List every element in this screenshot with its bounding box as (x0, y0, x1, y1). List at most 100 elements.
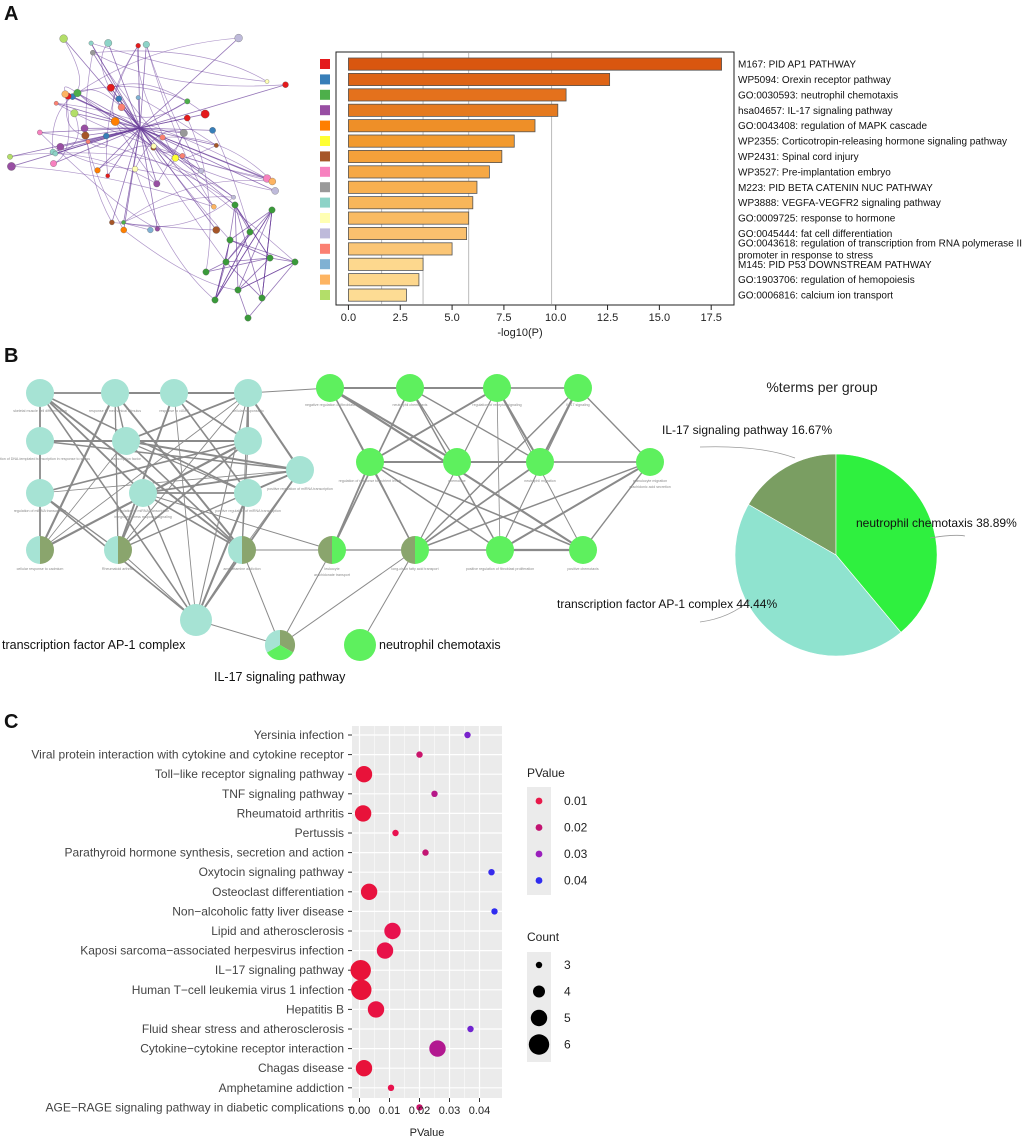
bar (348, 165, 490, 179)
network-b-node (234, 427, 262, 455)
bar (348, 288, 407, 302)
dot-x-tick-label: 0.03 (439, 1105, 460, 1117)
network-a-edge (123, 197, 234, 227)
network-a-edge (118, 98, 227, 263)
network-a-node (209, 127, 216, 134)
bar-swatch (320, 136, 330, 146)
network-a-node (258, 294, 266, 302)
dot-point (354, 805, 372, 822)
network-a-node (53, 100, 59, 106)
network-a-edge (214, 209, 273, 301)
network-a-node (115, 95, 123, 102)
bar-swatches (320, 59, 330, 300)
pie-slice (734, 504, 902, 657)
network-a-edge (55, 152, 234, 198)
bar (348, 211, 470, 225)
legend-count-swatch (535, 961, 543, 969)
network-b-node-text: cellular response to cadmium (17, 567, 64, 571)
bar-category-label: WP2431: Spinal cord injury (738, 152, 859, 163)
pie-leaders (699, 446, 966, 623)
network-b-nodes (26, 374, 664, 661)
network-a-node (246, 228, 254, 236)
bar-x-tick-label: 7.5 (496, 312, 511, 324)
network-b-node-text: transcription factor (111, 457, 141, 461)
bar-swatch (320, 274, 330, 285)
dot-point (431, 790, 438, 797)
network-a-edge (205, 257, 271, 273)
node-half-left (26, 536, 40, 564)
bar-category-label: M167: PID AP1 PATHWAY (738, 60, 856, 71)
network-b-node-text: cellular response to (232, 409, 263, 413)
bar-category-label: hsa04657: IL-17 signaling pathway (738, 106, 893, 117)
dot-y-label: Viral protein interaction with cytokine … (31, 748, 344, 762)
network-a-edge (269, 257, 296, 263)
network-b-node (286, 456, 314, 484)
network-a-edge (39, 132, 236, 206)
network-b-node (316, 374, 344, 402)
network-b-edge (195, 392, 249, 621)
network-b-edge (279, 549, 333, 646)
network-a-node (150, 143, 157, 149)
cluster-label-neutrophil: neutrophil chemotaxis (379, 638, 501, 652)
network-a-node (132, 165, 139, 173)
network-a-node (147, 226, 154, 234)
network-b-edge (142, 492, 333, 551)
network-a-edge (92, 52, 286, 87)
network-a-node (179, 153, 186, 159)
bar-category-label: WP2355: Corticotropin-releasing hormone … (738, 137, 1007, 148)
dot-y-label: Fluid shear stress and atherosclerosis (142, 1022, 344, 1036)
bar-category-label: GO:0009725: response to hormone (738, 214, 896, 225)
network-a-edge (139, 127, 234, 198)
network-a-edge (212, 130, 251, 233)
network-a-edge (77, 92, 276, 192)
network-a-node (222, 258, 230, 266)
network-b-edge (125, 392, 249, 442)
dot-x-tick-label: 0.00 (349, 1105, 370, 1117)
network-a-node (211, 296, 219, 304)
bar-x-tick-label: 0.0 (341, 312, 356, 324)
network-b-node (180, 604, 212, 636)
network-a-node (61, 90, 69, 98)
node-half-right (415, 536, 429, 564)
bar-category-label: WP3527: Pre-implantation embryo (738, 167, 891, 178)
pie-leader-line (929, 534, 966, 539)
network-b-edge (369, 461, 416, 551)
network-b-edge (39, 392, 243, 551)
bar-swatch (320, 259, 330, 270)
network-a-node (56, 143, 65, 151)
network-a-nodes (7, 33, 299, 322)
network-b-edge (117, 440, 249, 551)
network-a-node (135, 43, 141, 49)
bar-x-tick-label: 15.0 (649, 312, 670, 324)
network-a-node (85, 139, 91, 144)
legend-count-swatch (528, 1034, 550, 1055)
panel-a-letter: A (4, 3, 18, 25)
network-a-node (121, 220, 126, 225)
legend-pvalue-label: 0.03 (564, 847, 588, 861)
bar-swatch (320, 166, 330, 177)
network-a-node (234, 286, 242, 294)
network-b-edge (496, 387, 541, 463)
bar-swatch (320, 228, 330, 239)
network-a-node (184, 98, 191, 105)
network-b-edge (241, 549, 281, 646)
bar-plot-frame (335, 51, 735, 306)
network-b-node-il17 (264, 629, 296, 661)
network-a-node (135, 95, 141, 100)
network-a-node (88, 40, 94, 46)
network-a-node (244, 314, 252, 322)
network-a-edge (139, 127, 155, 147)
network-b-edge (369, 461, 501, 551)
network-a-edge (74, 112, 141, 129)
bar (348, 119, 536, 133)
network-a-edge (214, 239, 231, 301)
dot-point (387, 1084, 395, 1092)
dot-y-label: Oxytocin signaling pathway (199, 865, 344, 879)
network-a-edge (123, 127, 141, 231)
bar-swatch (320, 182, 330, 193)
legend-pvalue-bg (527, 787, 551, 895)
network-a-edge (145, 44, 215, 207)
bar-marks (348, 57, 722, 302)
